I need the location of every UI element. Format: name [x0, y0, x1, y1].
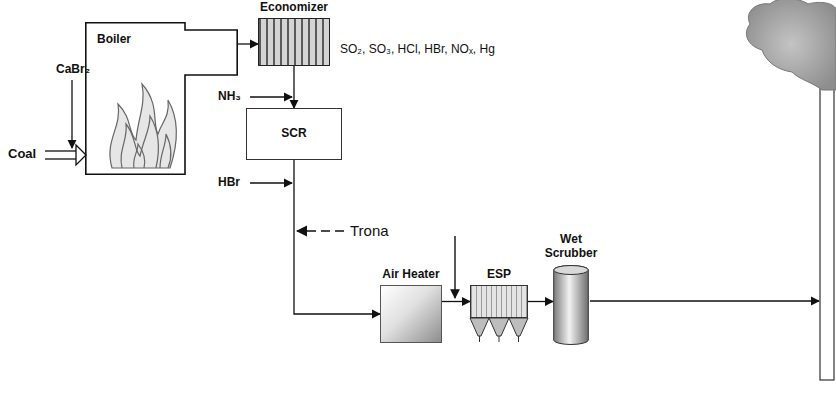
smoke-plume — [746, 0, 836, 90]
cylinder-outline — [553, 265, 589, 345]
reagent-label: CaBr₂ — [56, 62, 90, 76]
trona-dashed-arrow — [297, 230, 344, 232]
node-label: Economizer — [260, 1, 328, 15]
feed-label: Coal — [8, 146, 36, 161]
esp-hoppers — [470, 318, 528, 342]
injection-arrow — [71, 80, 72, 148]
feed-arrow — [45, 145, 86, 165]
node-label: ESP — [487, 268, 511, 282]
flow-connector — [238, 43, 258, 44]
flow-connector — [442, 301, 470, 302]
injection-arrow — [250, 182, 292, 183]
flow-connector — [528, 301, 553, 302]
reagent-label: HBr — [218, 175, 240, 189]
reagent-label: Trona — [350, 222, 389, 239]
trona-arrow — [454, 236, 455, 298]
reagent-label: NH₃ — [218, 89, 241, 103]
flue-line — [590, 300, 819, 301]
air-heater-box: Air Heater — [380, 285, 442, 343]
flame-sketch — [110, 84, 177, 168]
wet-scrubber: Wet Scrubber — [553, 265, 589, 345]
gas-list-label: SO₂, SO₃, HCl, HBr, NOₓ, Hg — [340, 42, 495, 56]
injection-arrow — [250, 96, 292, 97]
flow-connector — [293, 66, 294, 108]
node-label: Boiler — [97, 33, 131, 47]
node-label: Wet Scrubber — [543, 233, 599, 261]
stack — [820, 88, 834, 380]
economizer-box: Economizer — [258, 18, 330, 66]
node-label: SCR — [281, 127, 306, 141]
boiler: Boiler — [85, 22, 238, 175]
esp-box: ESP — [470, 285, 528, 318]
scr-box: SCR — [246, 108, 342, 160]
node-label: Air Heater — [382, 268, 439, 282]
